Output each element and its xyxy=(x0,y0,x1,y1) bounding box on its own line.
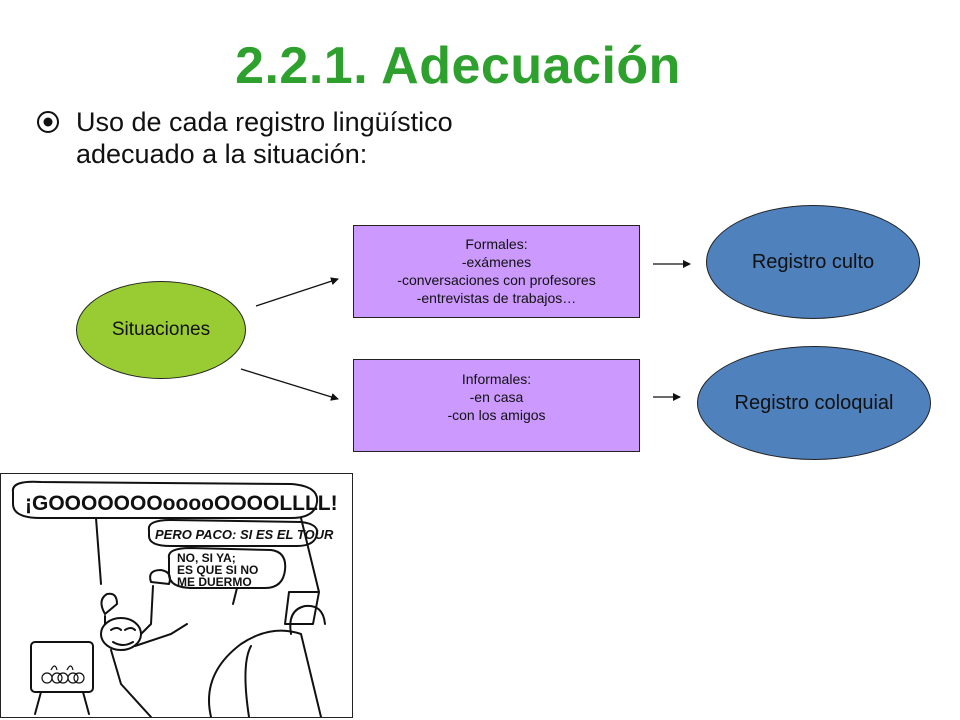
speech-3-line2: ES QUE SI NO xyxy=(177,563,258,577)
bullet-line-2: adecuado a la situación: xyxy=(76,139,368,169)
formales-item: -entrevistas de trabajos… xyxy=(416,290,577,306)
bullet-text: Uso de cada registro lingüístico adecuad… xyxy=(76,106,453,170)
arrow-situaciones-informales xyxy=(240,368,339,401)
arrow-situaciones-formales xyxy=(255,277,339,307)
bullet-line-1: Uso de cada registro lingüístico xyxy=(76,107,453,137)
registro-culto-node: Registro culto xyxy=(706,205,920,319)
speech-bubble-2 xyxy=(147,519,319,547)
informales-item: -con los amigos xyxy=(447,407,546,423)
informales-item: -en casa xyxy=(469,389,524,405)
tv-screen xyxy=(30,641,94,693)
registro-coloquial-node: Registro coloquial xyxy=(697,346,931,460)
situaciones-node: Situaciones xyxy=(76,281,246,379)
cartoon-drawing: ¡GOOOOOOOooooOOOOLLLL! PERO PACO: SI ES … xyxy=(11,480,338,717)
speech-bubble-main xyxy=(11,480,319,519)
speech-main-text: ¡GOOOOOOOooooOOOOLLLL! xyxy=(25,492,338,515)
informales-heading: Informales: xyxy=(461,371,532,387)
page-title: 2.2.1. Adecuación xyxy=(235,37,681,95)
cartoon-illustration: ¡GOOOOOOOooooOOOOLLLL! PERO PACO: SI ES … xyxy=(0,473,353,718)
target-bullet-icon xyxy=(37,111,59,133)
formales-heading: Formales: xyxy=(465,236,528,252)
formales-item: -conversaciones con profesores xyxy=(397,272,596,288)
speech-3-line1: NO, SI YA; xyxy=(177,551,236,565)
speech-3-line3: ME DUERMO xyxy=(177,575,252,589)
speech-bubble-3 xyxy=(167,547,287,589)
informales-box: Informales: -en casa -con los amigos xyxy=(353,359,640,452)
speech-2-text: PERO PACO: SI ES EL TOUR xyxy=(155,527,334,542)
formales-box: Formales: -exámenes -conversaciones con … xyxy=(353,225,640,318)
formales-item: -exámenes xyxy=(461,254,532,270)
